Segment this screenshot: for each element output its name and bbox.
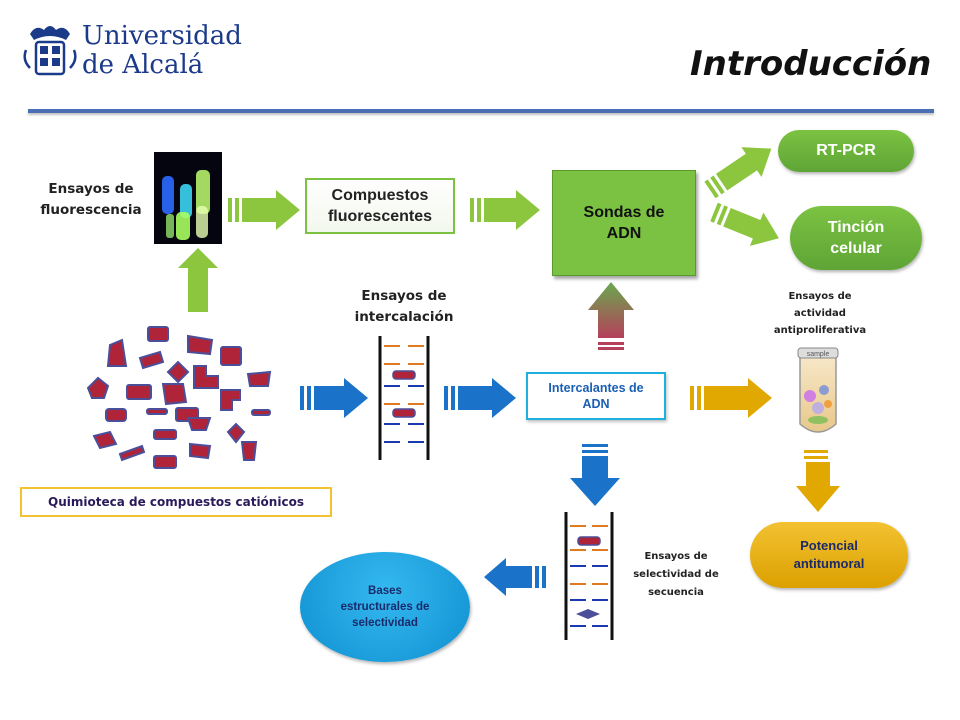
page-title: Introducción bbox=[690, 44, 932, 84]
dna-ladder-intercalation bbox=[378, 336, 430, 460]
arrow-probes-to-staining bbox=[710, 202, 779, 246]
university-name-line1: Universidad bbox=[82, 21, 242, 51]
university-logo bbox=[22, 20, 78, 80]
arrow-intercalators-down bbox=[570, 444, 620, 506]
arrow-library-to-fluor bbox=[178, 248, 218, 312]
arrow-intercalators-to-probes bbox=[588, 282, 634, 350]
arrow-intercalation-to-intercalators bbox=[444, 378, 516, 418]
arrow-intercalators-to-antiprolif bbox=[690, 378, 772, 418]
compound-library-shapes bbox=[86, 326, 272, 469]
antitumor-potential-pill: Potencial antitumoral bbox=[750, 522, 908, 588]
test-tube-icon: sample bbox=[797, 347, 839, 433]
cationic-library-label: Quimioteca de compuestos catiónicos bbox=[20, 487, 332, 517]
arrow-compounds-to-probes bbox=[470, 190, 540, 230]
crest-icon bbox=[23, 26, 77, 76]
header-rule bbox=[28, 109, 934, 113]
university-name-line2: de Alcalá bbox=[82, 50, 204, 80]
arrow-antiprolif-to-antitumor bbox=[796, 450, 840, 512]
fluorescence-photo bbox=[154, 152, 222, 244]
arrow-fluor-to-compounds bbox=[228, 190, 300, 230]
rt-pcr-pill: RT-PCR bbox=[778, 130, 914, 172]
arrow-selectivity-to-bases bbox=[484, 558, 546, 596]
intercalation-assays-label: Ensayos de intercalación bbox=[354, 288, 454, 325]
university-name: Universidad de Alcalá bbox=[82, 22, 242, 80]
dna-probes-box: Sondas de ADN bbox=[552, 170, 696, 276]
arrow-library-to-intercalation bbox=[300, 378, 368, 418]
svg-text:sample: sample bbox=[807, 351, 830, 358]
arrow-probes-to-rtpcr bbox=[704, 147, 772, 199]
fluorescent-compounds-box: Compuestos fluorescentes bbox=[305, 178, 455, 234]
cell-staining-pill: Tinción celular bbox=[790, 206, 922, 270]
dna-ladder-selectivity bbox=[564, 512, 614, 640]
fluorescence-assays-label: Ensayos de fluorescencia bbox=[40, 181, 142, 218]
antiproliferative-assays-label: Ensayos de actividad antiproliferativa bbox=[773, 291, 867, 336]
sequence-selectivity-label: Ensayos de selectividad de secuencia bbox=[633, 551, 719, 598]
dna-intercalators-box: Intercalantes de ADN bbox=[526, 372, 666, 420]
structural-bases-bubble: Bases estructurales de selectividad bbox=[300, 552, 470, 662]
